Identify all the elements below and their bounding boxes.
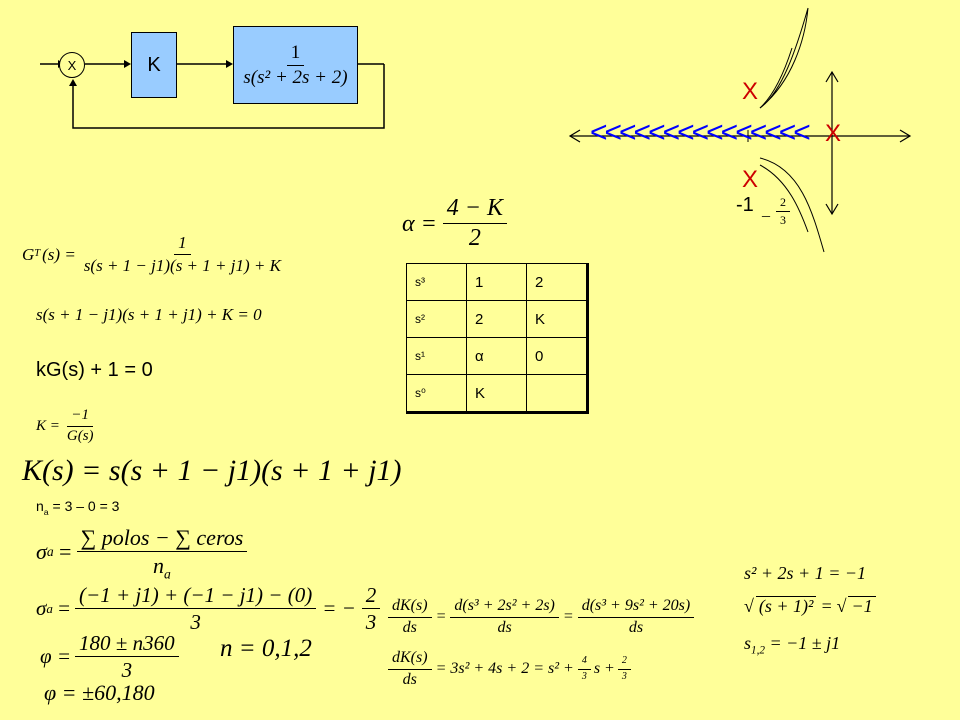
routh-row-power: s³: [406, 263, 467, 301]
root-equation-2: √(s + 1)² = √−1: [744, 596, 876, 615]
pole-marker-upper: X: [742, 78, 759, 105]
root-equation-1: s² + 2s + 1 = −1: [744, 563, 866, 583]
ks-equation: K(s) = s(s + 1 − j1)(s + 1 + j1): [22, 454, 402, 487]
routh-cell: K: [526, 300, 588, 338]
root-equation-3: s1,2 = −1 ± j1: [744, 633, 841, 657]
routh-row-power: s⁰: [406, 374, 467, 413]
root-locus-axes: [568, 7, 912, 253]
routh-cell: 2: [466, 300, 527, 338]
plant-denominator: s(s² + 2s + 2): [243, 66, 348, 88]
pole-marker-origin: X: [825, 120, 842, 147]
routh-cell: 1: [466, 263, 527, 301]
label-minus-one: -1: [736, 194, 754, 216]
routh-cell: 0: [526, 337, 588, 375]
routh-row-power: s²: [406, 300, 467, 338]
plant-numerator: 1: [286, 42, 305, 66]
kg-equation: kG(s) + 1 = 0: [36, 359, 153, 381]
gain-block: K: [131, 32, 177, 98]
n-values: n = 0,1,2: [220, 635, 312, 662]
locus-arrows: <<<<<<<<<<<<<<<: [590, 116, 811, 149]
na-equation: na = 3 – 0 = 3: [36, 498, 120, 517]
phi-result: φ = ±60,180: [44, 680, 155, 705]
routh-cell: K: [466, 374, 527, 413]
gain-block-label: K: [147, 53, 161, 76]
summing-junction-label: X: [67, 57, 77, 73]
routh-cell: α: [466, 337, 527, 375]
summing-junction: X: [59, 52, 85, 78]
block-diagram-wires: [40, 60, 385, 129]
characteristic-equation: s(s + 1 − j1)(s + 1 + j1) + K = 0: [36, 305, 262, 324]
routh-cell: 2: [526, 263, 588, 301]
block-diagram: X K 1 s(s² + 2s + 2): [0, 0, 420, 140]
routh-row-power: s¹: [406, 337, 467, 375]
routh-cell: [526, 374, 588, 413]
dk-equation-1: dK(s)ds = d(s³ + 2s² + 2s)ds = d(s³ + 9s…: [388, 597, 695, 637]
plant-block: 1 s(s² + 2s + 2): [233, 26, 358, 104]
pole-marker-lower: X: [742, 166, 759, 193]
